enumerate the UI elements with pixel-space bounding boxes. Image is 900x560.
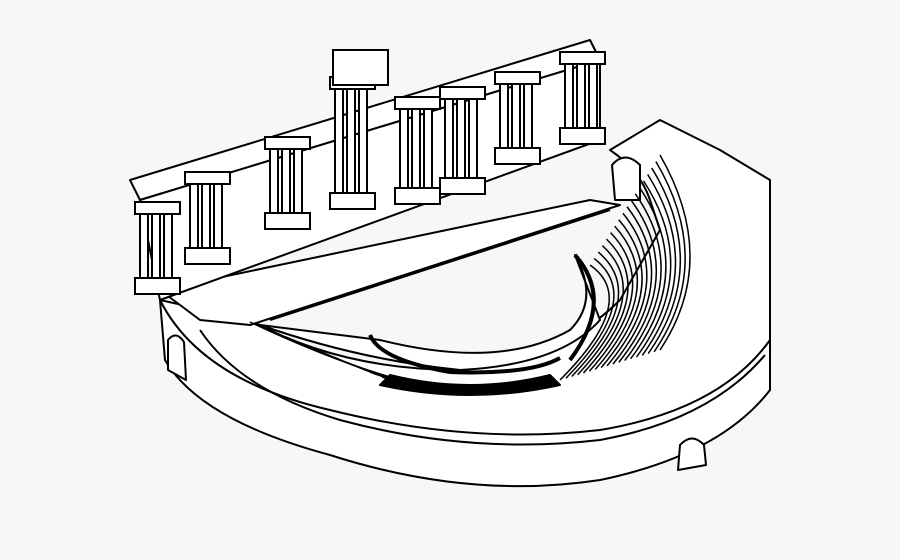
seating-row bbox=[606, 212, 648, 367]
column bbox=[588, 63, 598, 130]
column bbox=[523, 83, 533, 150]
column-group bbox=[134, 201, 181, 295]
column bbox=[511, 83, 521, 150]
seating-row bbox=[381, 376, 401, 382]
column bbox=[293, 148, 303, 215]
entablature bbox=[559, 51, 606, 65]
seating-row bbox=[588, 232, 634, 372]
arch-opening bbox=[611, 156, 641, 201]
orchestra-rail bbox=[568, 253, 596, 362]
orchestra bbox=[259, 254, 601, 371]
column-group bbox=[494, 71, 541, 165]
column bbox=[201, 183, 211, 250]
column-group bbox=[264, 136, 311, 230]
column bbox=[334, 88, 344, 195]
seating-row bbox=[571, 251, 620, 377]
seating-row bbox=[565, 257, 615, 379]
seating-row bbox=[618, 199, 658, 363]
column-base bbox=[264, 212, 311, 230]
arch-opening bbox=[677, 437, 707, 471]
column-group bbox=[394, 96, 441, 205]
column bbox=[139, 213, 149, 280]
entablature bbox=[439, 86, 486, 100]
column bbox=[151, 213, 161, 280]
column bbox=[444, 98, 454, 180]
column bbox=[468, 98, 478, 180]
column bbox=[269, 148, 279, 215]
seating-row bbox=[641, 174, 677, 356]
column bbox=[213, 183, 223, 250]
column bbox=[456, 98, 466, 180]
seating-row bbox=[600, 219, 643, 369]
column bbox=[281, 148, 291, 215]
column bbox=[411, 108, 421, 190]
entablature bbox=[494, 71, 541, 85]
column bbox=[358, 88, 368, 195]
seating-row bbox=[653, 161, 686, 353]
column bbox=[564, 63, 574, 130]
column bbox=[346, 88, 356, 195]
entablature bbox=[394, 96, 441, 110]
entablature bbox=[264, 136, 311, 150]
column-group bbox=[439, 86, 486, 195]
seating-row bbox=[647, 167, 682, 354]
seating-row bbox=[577, 245, 624, 376]
seating-row bbox=[659, 154, 691, 351]
column-base bbox=[439, 177, 486, 195]
arch-opening bbox=[167, 334, 187, 381]
column-base bbox=[329, 192, 376, 210]
entablature bbox=[134, 201, 181, 215]
seating-row bbox=[582, 238, 629, 374]
wall-band bbox=[199, 329, 766, 446]
column-base bbox=[134, 277, 181, 295]
stage-front bbox=[269, 209, 611, 321]
column bbox=[423, 108, 433, 190]
seating-row bbox=[635, 180, 672, 358]
column-base bbox=[394, 187, 441, 205]
seating-row bbox=[559, 264, 610, 381]
column bbox=[499, 83, 509, 150]
column-base bbox=[184, 247, 231, 265]
orchestra-rail bbox=[368, 334, 561, 375]
seating-row bbox=[624, 193, 662, 362]
column-group bbox=[559, 51, 606, 145]
wall-top-edge bbox=[159, 299, 771, 436]
column-group bbox=[184, 171, 231, 265]
column bbox=[163, 213, 173, 280]
seating-row bbox=[594, 225, 639, 370]
column bbox=[399, 108, 409, 190]
pediment-roof bbox=[332, 49, 389, 86]
stage-platform bbox=[159, 199, 621, 326]
entablature bbox=[184, 171, 231, 185]
seating-row bbox=[629, 186, 667, 360]
seating-row bbox=[612, 206, 653, 365]
seating-shadow bbox=[379, 374, 561, 396]
column bbox=[576, 63, 586, 130]
column-base bbox=[494, 147, 541, 165]
column-base bbox=[559, 127, 606, 145]
column bbox=[189, 183, 199, 250]
